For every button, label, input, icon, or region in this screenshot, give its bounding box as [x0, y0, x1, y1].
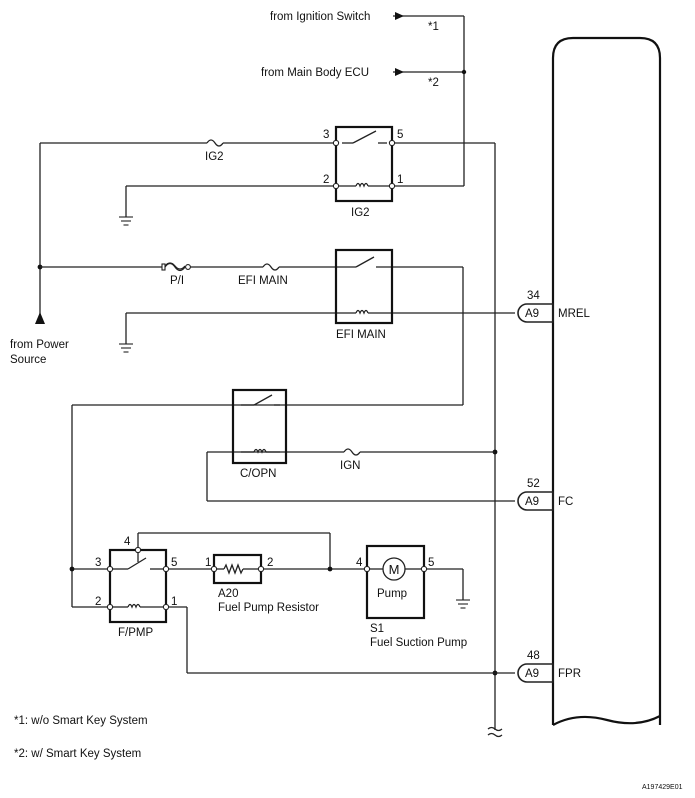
- fpmp-relay: 4 3 5 2 1 F/PMP: [95, 536, 177, 639]
- resistor-code: A20: [218, 588, 238, 600]
- fpmp-pin-3: 3: [95, 557, 101, 569]
- pump-code: S1: [370, 623, 384, 635]
- main-bus: [487, 143, 503, 738]
- ig2-relay-label: IG2: [351, 207, 370, 219]
- copn-relay: C/OPN: [231, 388, 288, 480]
- connector-mrel: A9 34 MREL: [517, 290, 591, 323]
- fpr-pin: 48: [527, 650, 540, 662]
- pump-internal-label: Pump: [377, 588, 407, 600]
- resistor-pin-1: 1: [205, 557, 211, 569]
- copn-wiring: IGN: [71, 404, 515, 607]
- resistor-pin-2: 2: [267, 557, 273, 569]
- mrel-pin: 34: [527, 290, 540, 302]
- efi-main-relay: EFI MAIN: [334, 248, 394, 341]
- note-2: *2: w/ Smart Key System: [14, 748, 141, 760]
- main-body-note: *2: [428, 77, 439, 89]
- fuel-pump-resistor: 1 2 A20 Fuel Pump Resistor: [205, 553, 319, 614]
- fpmp-pin-2: 2: [95, 596, 101, 608]
- ig2-pin-5: 5: [397, 129, 403, 141]
- fc-connector: A9: [525, 496, 539, 508]
- ig2-pin-3: 3: [323, 129, 329, 141]
- pi-fuse-label: P/I: [170, 275, 184, 287]
- fpmp-relay-label: F/PMP: [118, 627, 153, 639]
- main-body-ecu-label: from Main Body ECU: [261, 67, 369, 79]
- fc-pin: 52: [527, 478, 540, 490]
- note-1: *1: w/o Smart Key System: [14, 715, 148, 727]
- ig2-pin-2: 2: [323, 174, 329, 186]
- pump-name: Fuel Suction Pump: [370, 637, 467, 649]
- fpr-connector: A9: [525, 668, 539, 680]
- ecu-block: [551, 36, 662, 726]
- pump-pin-5: 5: [428, 557, 434, 569]
- mrel-connector: A9: [525, 308, 539, 320]
- power-source: from Power Source: [10, 143, 69, 366]
- ignition-note: *1: [428, 21, 439, 33]
- fpmp-wiring: [69, 532, 515, 674]
- efi-main-relay-label: EFI MAIN: [336, 329, 386, 341]
- connector-fc: A9 52 FC: [517, 478, 573, 511]
- efi-main-fuse-label: EFI MAIN: [238, 275, 288, 287]
- connector-fpr: A9 48 FPR: [517, 650, 581, 683]
- ig2-relay: 3 5 2 1 IG2: [323, 125, 403, 219]
- power-source-line2: Source: [10, 354, 46, 366]
- footnotes: *1: w/o Smart Key System *2: w/ Smart Ke…: [14, 715, 148, 760]
- ignition-switch-label: from Ignition Switch: [270, 11, 370, 23]
- pump-motor-symbol: M: [389, 562, 400, 577]
- fuel-suction-pump: M Pump 4 5 S1 Fuel Suction Pump: [356, 544, 467, 649]
- pump-ground: [427, 568, 470, 609]
- mrel-signal: MREL: [558, 308, 591, 320]
- top-inputs: from Ignition Switch *1 from Main Body E…: [261, 11, 467, 186]
- power-source-line1: from Power: [10, 339, 69, 351]
- ig2-fuse-label: IG2: [205, 151, 224, 163]
- ign-fuse-label: IGN: [340, 460, 360, 472]
- efi-main-wiring: P/I EFI MAIN: [40, 256, 515, 405]
- fpmp-pin-5: 5: [171, 557, 177, 569]
- pump-pin-4: 4: [356, 557, 363, 569]
- figure-id: A197429E01: [642, 784, 683, 791]
- resistor-name: Fuel Pump Resistor: [218, 602, 319, 614]
- ig2-wiring: IG2: [40, 139, 495, 226]
- fpmp-pin-1: 1: [171, 596, 177, 608]
- copn-relay-label: C/OPN: [240, 468, 276, 480]
- fpr-signal: FPR: [558, 668, 581, 680]
- ig2-pin-1: 1: [397, 174, 403, 186]
- fpmp-pin-4: 4: [124, 536, 131, 548]
- fc-signal: FC: [558, 496, 573, 508]
